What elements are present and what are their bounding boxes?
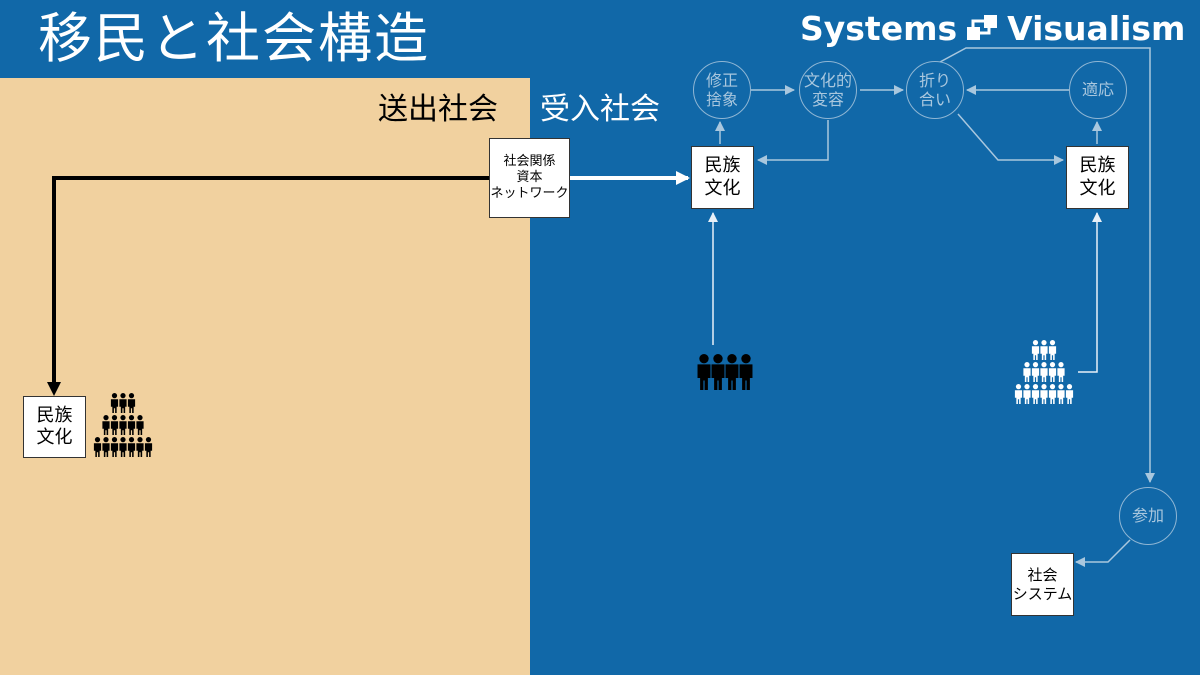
network-to-origin-arrowhead	[47, 382, 61, 396]
person-icon	[1031, 340, 1040, 360]
person-icon	[136, 415, 144, 435]
network-label-3: ネットワーク	[490, 186, 569, 202]
person-icon	[127, 437, 136, 457]
host-ethnic-culture-box: 民族 文化	[1066, 146, 1129, 209]
adapt-label: 適応	[1081, 80, 1114, 100]
origin-ethnic-culture-box: 民族 文化	[23, 396, 86, 458]
person-icon	[127, 415, 136, 435]
cultural-change-node: 文化的 変容	[799, 61, 857, 119]
person-icon	[119, 437, 127, 457]
person-icon	[725, 354, 739, 390]
person-icon	[1031, 384, 1040, 404]
person-icon	[102, 437, 110, 457]
person-icon	[1040, 340, 1048, 360]
origin-culture-label-1: 民族	[36, 404, 73, 426]
network-to-origin-arrow	[52, 176, 490, 388]
change-to-culture-arrow	[757, 120, 829, 165]
social-system-label-1: 社会	[1027, 565, 1058, 584]
person-icon	[119, 415, 127, 435]
person-icon	[136, 437, 144, 457]
brand-systems-text: Systems	[800, 8, 958, 48]
slide-title: 移民と社会構造	[38, 7, 430, 70]
participate-label: 参加	[1131, 506, 1164, 526]
person-icon	[1040, 362, 1048, 382]
person-icon	[739, 354, 753, 390]
modify-abstract-node: 修正 捨象	[693, 61, 751, 119]
migrant-ethnic-culture-box: 民族 文化	[691, 146, 754, 209]
person-icon	[1023, 384, 1031, 404]
origin-culture-label-2: 文化	[36, 427, 73, 448]
person-icon	[1040, 384, 1048, 404]
host-culture-label-1: 民族	[1079, 155, 1116, 176]
host-culture-label-2: 文化	[1079, 177, 1116, 199]
participation-node: 参加	[1119, 487, 1177, 545]
person-icon	[110, 437, 119, 457]
person-icon	[711, 354, 725, 390]
network-label-1: 社会関係	[503, 153, 556, 169]
people-row-icon	[697, 354, 753, 390]
brand-visualism-text: Visualism	[1007, 8, 1186, 48]
person-icon	[1057, 384, 1065, 404]
people-pyramid-icon	[93, 393, 153, 457]
social-system-box: 社会 システム	[1011, 553, 1074, 616]
compromise-to-culture-arrow	[957, 113, 1064, 165]
social-system-label-2: システム	[1012, 584, 1073, 603]
network-label-2: 資本	[516, 169, 543, 185]
migrant-culture-label-2: 文化	[704, 177, 741, 199]
person-icon	[144, 437, 153, 457]
person-icon	[127, 393, 136, 413]
change-label-1: 文化的	[803, 70, 852, 90]
person-icon	[1048, 384, 1057, 404]
person-icon	[1048, 340, 1057, 360]
compromise-label-2: 合い	[918, 90, 951, 109]
person-icon	[1014, 384, 1023, 404]
change-label-2: 変容	[811, 90, 844, 109]
social-capital-network-box: 社会関係 資本 ネットワーク	[489, 138, 570, 218]
person-icon	[1048, 362, 1057, 382]
person-icon	[1023, 362, 1031, 382]
compromise-to-participate-arrow	[939, 47, 1155, 483]
person-icon	[119, 393, 127, 413]
systems-visualism-logo-icon	[967, 15, 998, 40]
compromise-label-1: 折り	[918, 70, 951, 90]
adaptation-node: 適応	[1069, 61, 1127, 119]
person-icon	[1065, 384, 1074, 404]
migrant-culture-label-1: 民族	[704, 155, 741, 176]
person-icon	[697, 354, 711, 390]
person-icon	[1057, 362, 1065, 382]
person-icon	[93, 437, 102, 457]
brand-logo: Systems Visualism	[800, 6, 1185, 50]
compromise-node: 折り 合い	[906, 61, 964, 119]
hostgroup-to-culture-arrow	[1078, 212, 1102, 373]
people-pyramid-icon	[1014, 340, 1074, 404]
person-icon	[110, 393, 119, 413]
modify-label-1: 修正	[705, 70, 738, 90]
person-icon	[1031, 362, 1040, 382]
person-icon	[110, 415, 119, 435]
receiving-society-label: 受入社会	[540, 92, 660, 127]
sending-society-label: 送出社会	[378, 92, 498, 127]
participate-to-system-arrow	[1075, 539, 1131, 567]
person-icon	[102, 415, 110, 435]
modify-label-2: 捨象	[705, 90, 738, 109]
